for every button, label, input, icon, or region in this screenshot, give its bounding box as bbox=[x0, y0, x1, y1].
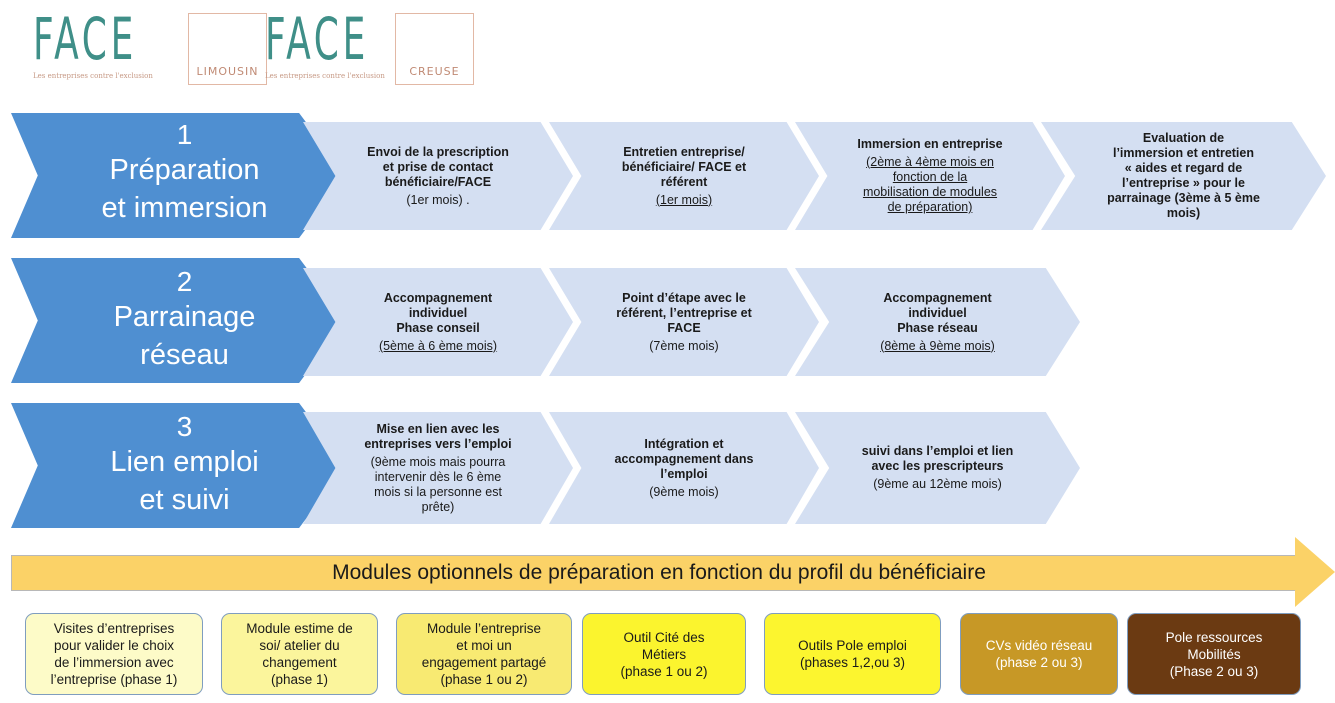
step-title: Intégration et accompagnement dans l’emp… bbox=[614, 436, 754, 481]
step-timing: (7ème mois) bbox=[649, 338, 719, 353]
phase-1-step-1: Envoi de la prescription et prise de con… bbox=[303, 122, 573, 230]
phase-title: Lien emploi et suivi bbox=[110, 446, 259, 516]
module-box-7: Pole ressources Mobilités (Phase 2 ou 3) bbox=[1127, 613, 1301, 695]
modules-banner-arrow: Modules optionnels de préparation en fon… bbox=[11, 537, 1335, 607]
phase-2-step-3: Accompagnement individuel Phase réseau (8… bbox=[795, 268, 1080, 376]
step-title: Evaluation de l’immersion et entretien «… bbox=[1107, 131, 1260, 220]
face-logo-tagline: Les entreprises contre l'exclusion bbox=[265, 72, 385, 80]
logo-region-box: CREUSE bbox=[395, 13, 474, 85]
logo-region-label: LIMOUSIN bbox=[196, 65, 259, 78]
phase-1-step-3: Immersion en entreprise (2ème à 4ème mois… bbox=[795, 122, 1065, 230]
step-title: suivi dans l’emploi et lien avec les pre… bbox=[861, 444, 1014, 473]
step-timing: (9ème mois mais pourra intervenir dès le… bbox=[370, 454, 506, 514]
phase-2-arrow: 2 Parrainage réseau bbox=[11, 258, 346, 383]
phase-1-step-2: Entretien entreprise/ bénéficiaire/ FACE… bbox=[549, 122, 819, 230]
phase-3-step-3: suivi dans l’emploi et lien avec les pre… bbox=[795, 412, 1080, 524]
step-title: Entretien entreprise/ bénéficiaire/ FACE… bbox=[621, 144, 747, 189]
phase-number: 1 bbox=[176, 119, 193, 150]
modules-banner-label: Modules optionnels de préparation en fon… bbox=[332, 561, 986, 584]
module-box-5: Outils Pole emploi (phases 1,2,ou 3) bbox=[764, 613, 941, 695]
face-limousin-logo: FACE Les entreprises contre l'exclusion … bbox=[33, 5, 267, 88]
phase-1-step-4: Evaluation de l’immersion et entretien «… bbox=[1041, 122, 1326, 230]
phase-3-step-2: Intégration et accompagnement dans l’emp… bbox=[549, 412, 819, 524]
step-timing: (5ème à 6 ème mois) bbox=[378, 338, 498, 353]
logo-region-box: LIMOUSIN bbox=[188, 13, 267, 85]
phase-number: 3 bbox=[176, 411, 193, 442]
step-title: Point d’étape avec le référent, l’entrep… bbox=[616, 290, 752, 335]
phase-2-step-1: Accompagnement individuel Phase conseil (… bbox=[303, 268, 573, 376]
phase-number: 2 bbox=[176, 266, 193, 297]
step-title: Envoi de la prescription et prise de con… bbox=[367, 144, 509, 189]
phase-1-arrow: 1 Préparation et immersion bbox=[11, 113, 346, 238]
step-title: Accompagnement individuel Phase réseau bbox=[883, 290, 992, 335]
step-timing: (9ème au 12ème mois) bbox=[873, 477, 1002, 491]
step-timing: (9ème mois) bbox=[649, 484, 719, 499]
step-title: Mise en lien avec les entreprises vers l… bbox=[364, 421, 512, 451]
module-box-1: Visites d’entreprises pour valider le ch… bbox=[25, 613, 203, 695]
phase-3-step-1: Mise en lien avec les entreprises vers l… bbox=[303, 412, 573, 524]
phase-3-arrow: 3 Lien emploi et suivi bbox=[11, 403, 346, 528]
face-creuse-logo: FACE Les entreprises contre l'exclusion … bbox=[265, 8, 485, 88]
logo-region-label: CREUSE bbox=[409, 65, 460, 78]
face-logo-text: FACE bbox=[33, 5, 138, 73]
module-box-6: CVs vidéo réseau (phase 2 ou 3) bbox=[960, 613, 1118, 695]
banner-shaft bbox=[11, 555, 1307, 591]
phase-title: Parrainage réseau bbox=[113, 301, 256, 371]
step-timing: (2ème à 4ème mois en fonction de la mobi… bbox=[862, 155, 998, 214]
face-logo-text: FACE bbox=[265, 5, 370, 73]
phase-title: Préparation et immersion bbox=[101, 154, 268, 224]
module-box-4: Outil Cité des Métiers (phase 1 ou 2) bbox=[582, 613, 746, 695]
module-box-2: Module estime de soi/ atelier du changem… bbox=[221, 613, 378, 695]
step-title: Immersion en entreprise bbox=[857, 137, 1003, 151]
step-timing: (1er mois) bbox=[655, 192, 713, 207]
phase-2-step-2: Point d’étape avec le référent, l’entrep… bbox=[549, 268, 819, 376]
step-title: Accompagnement individuel Phase conseil bbox=[383, 290, 493, 335]
step-timing: (1er mois) . bbox=[406, 192, 470, 207]
module-box-3: Module l’entreprise et moi un engagement… bbox=[396, 613, 572, 695]
face-logo-tagline: Les entreprises contre l'exclusion bbox=[33, 72, 153, 80]
step-timing: (8ème à 9ème mois) bbox=[880, 338, 995, 353]
